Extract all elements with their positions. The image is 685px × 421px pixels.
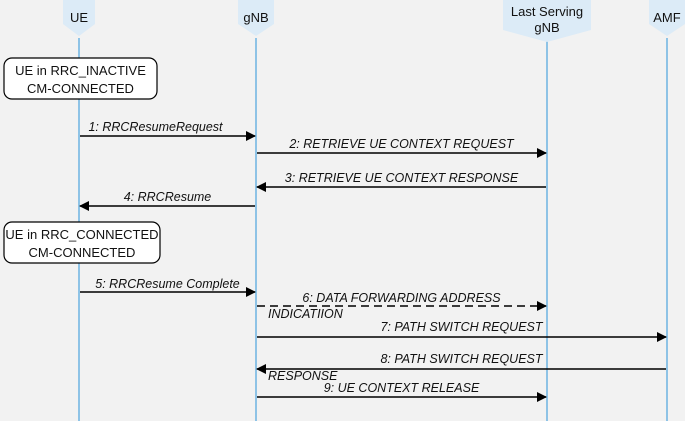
message-label: 2: RETRIEVE UE CONTEXT REQUEST [288, 137, 515, 151]
header-label: gNB [243, 10, 268, 25]
state-box-frame [3, 57, 158, 100]
message-8: 8: PATH SWITCH REQUEST RESPONSE [256, 352, 666, 383]
message-label: INDICATIION [268, 307, 344, 321]
message-label: 8: PATH SWITCH REQUEST [380, 352, 543, 366]
header-label: gNB [534, 20, 559, 35]
header-gnb: gNB [238, 0, 274, 36]
message-label: 1: RRCResumeRequest [88, 120, 223, 134]
header-label: UE [70, 10, 88, 25]
header-shape [649, 0, 685, 36]
state-rrc-inactive: UE in RRC_INACTIVE CM-CONNECTED [3, 57, 158, 100]
header-shape [503, 0, 591, 42]
message-7: 7: PATH SWITCH REQUEST [257, 320, 667, 342]
state-text: UE in RRC_CONNECTED [5, 227, 158, 242]
state-text: UE in RRC_INACTIVE [15, 63, 146, 78]
header-ue: UE [63, 0, 95, 36]
message-label: 5: RRCResume Complete [95, 277, 240, 291]
message-label: 4: RRCResume [124, 190, 212, 204]
message-2: 2: RETRIEVE UE CONTEXT REQUEST [257, 137, 547, 158]
message-6: 6: DATA FORWARDING ADDRESS INDICATIION [257, 291, 547, 321]
message-1: 1: RRCResumeRequest [80, 120, 256, 141]
message-label: 6: DATA FORWARDING ADDRESS [302, 291, 501, 305]
message-label: 7: PATH SWITCH REQUEST [380, 320, 543, 334]
state-text: CM-CONNECTED [29, 245, 136, 260]
message-5: 5: RRCResume Complete [80, 277, 256, 297]
header-label: Last Serving [511, 4, 583, 19]
message-label: RESPONSE [268, 369, 338, 383]
message-label: 9: UE CONTEXT RELEASE [324, 381, 480, 395]
message-4: 4: RRCResume [79, 190, 255, 211]
header-shape [63, 0, 95, 36]
message-3: 3: RETRIEVE UE CONTEXT RESPONSE [256, 171, 546, 192]
header-shape [238, 0, 274, 36]
state-rrc-connected: UE in RRC_CONNECTED CM-CONNECTED [3, 221, 161, 264]
message-9: 9: UE CONTEXT RELEASE [257, 381, 547, 402]
state-text: CM-CONNECTED [27, 81, 134, 96]
header-label: AMF [653, 10, 681, 25]
header-amf: AMF [649, 0, 685, 36]
message-label: 3: RETRIEVE UE CONTEXT RESPONSE [285, 171, 519, 185]
state-box-frame [3, 221, 161, 264]
